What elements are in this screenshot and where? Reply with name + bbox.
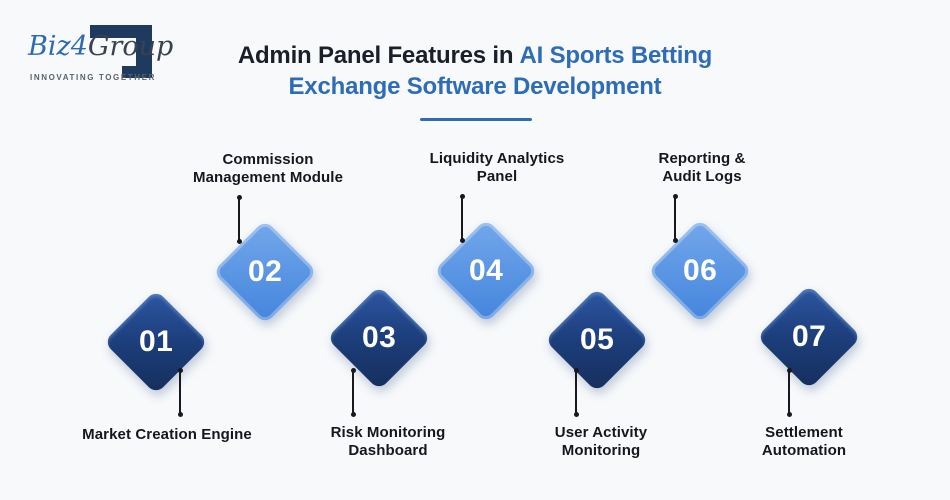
feature-connector-03 <box>350 368 356 417</box>
title-underline <box>420 118 532 121</box>
feature-label-line: Dashboard <box>348 442 428 460</box>
diamond-shape-06: 06 <box>647 218 753 324</box>
logo-wordmark: Biz4Group <box>28 32 173 62</box>
title-highlight-line1: AI Sports Betting <box>519 42 713 69</box>
feature-diamond-06: 06 <box>647 218 753 324</box>
feature-label-line: Automation <box>761 442 847 460</box>
diamond-shape-03: 03 <box>326 285 432 391</box>
feature-diamond-02: 02 <box>212 219 318 325</box>
feature-number-06: 06 <box>682 254 718 287</box>
feature-connector-01 <box>177 368 183 417</box>
logo-mark-icon <box>28 20 163 90</box>
logo-text-group: Group <box>87 31 174 62</box>
feature-label-line: User Activity <box>554 424 648 441</box>
feature-label-line: Liquidity Analytics <box>429 150 565 167</box>
feature-connector-06 <box>672 194 678 243</box>
biz4group-logo: Biz4Group INNOVATING TOGETHER <box>28 20 173 90</box>
logo-text-biz: Biz <box>28 31 71 62</box>
feature-diamond-04: 04 <box>433 218 539 324</box>
feature-label-06: Reporting &Audit Logs <box>587 150 817 187</box>
feature-number-02: 02 <box>247 255 283 288</box>
diamond-shape-04: 04 <box>433 218 539 324</box>
logo-mark-right-bar <box>136 25 152 78</box>
feature-label-line: Commission <box>222 151 314 168</box>
diamond-shape-02: 02 <box>212 219 318 325</box>
feature-diamond-07: 07 <box>756 284 862 390</box>
feature-label-line: Monitoring <box>561 442 641 460</box>
title-prefix: Admin Panel Features in <box>237 42 514 69</box>
feature-diamond-03: 03 <box>326 285 432 391</box>
feature-number-01: 01 <box>138 325 174 358</box>
logo-tagline: INNOVATING TOGETHER <box>30 73 156 82</box>
diamond-shape-01: 01 <box>103 289 209 395</box>
feature-number-03: 03 <box>361 321 397 354</box>
feature-connector-04 <box>459 194 465 243</box>
feature-label-line: Panel <box>476 168 518 186</box>
feature-number-05: 05 <box>579 323 615 356</box>
feature-number-07: 07 <box>791 320 827 353</box>
feature-connector-02 <box>236 195 242 244</box>
feature-label-line: Settlement <box>765 424 843 441</box>
feature-number-04: 04 <box>468 254 504 287</box>
logo-text-4: 4 <box>70 31 88 62</box>
logo-mark-foot-bar <box>122 66 152 78</box>
title-highlight-line2: Exchange Software Development <box>288 73 662 100</box>
feature-label-01: Market Creation Engine <box>52 426 282 444</box>
diamond-shape-07: 07 <box>756 284 862 390</box>
feature-label-line: Management Module <box>192 169 344 187</box>
feature-label-line: Risk Monitoring <box>330 424 446 441</box>
feature-label-line: Reporting & <box>658 150 746 167</box>
diamond-shape-05: 05 <box>544 287 650 393</box>
feature-label-line: Audit Logs <box>662 168 742 186</box>
feature-connector-05 <box>573 368 579 417</box>
feature-diamond-05: 05 <box>544 287 650 393</box>
feature-connector-07 <box>786 368 792 417</box>
feature-label-line: Market Creation Engine <box>82 426 252 443</box>
